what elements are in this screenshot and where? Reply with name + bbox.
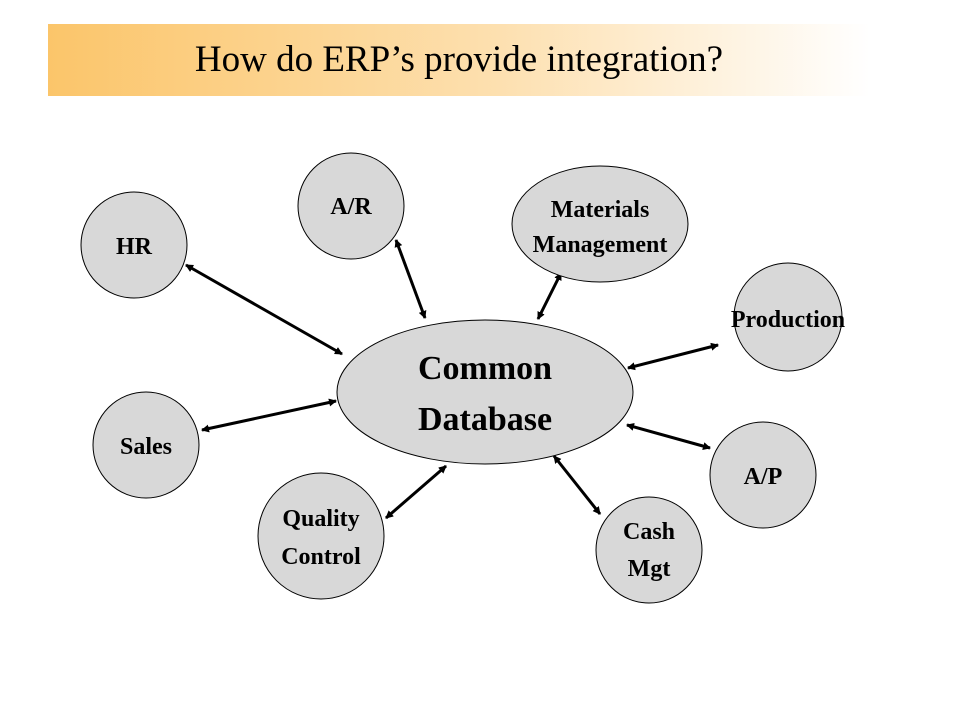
node-label-line: Sales: [120, 434, 172, 460]
node-common-database[interactable]: Common Database: [336, 319, 634, 465]
connector-arrow-production: [627, 342, 719, 371]
node-production[interactable]: Production: [731, 262, 845, 372]
node-label-line: Management: [533, 232, 668, 258]
title-bar: How do ERP’s provide integration?: [48, 24, 870, 96]
connector-arrow-cash: [552, 455, 602, 515]
node-label-line: A/R: [330, 194, 372, 220]
connector-arrow-quality: [385, 464, 447, 520]
node-label-line: Quality: [282, 506, 359, 532]
connector-arrow-ap: [626, 423, 711, 450]
node-label-line: A/P: [744, 464, 783, 490]
connector-arrow-materials: [536, 272, 563, 320]
node-cash-mgt[interactable]: Cash Mgt: [595, 496, 703, 604]
node-label-line: Cash: [623, 519, 675, 545]
node-ar[interactable]: A/R: [297, 152, 405, 260]
node-label-line: Mgt: [628, 556, 671, 582]
connector-arrow-ar: [394, 239, 427, 319]
node-materials-management[interactable]: Materials Management: [511, 165, 689, 283]
node-hr[interactable]: HR: [80, 191, 188, 299]
node-label-line: Production: [731, 307, 845, 333]
node-label-line: Database: [418, 401, 552, 438]
node-label-line: Common: [418, 350, 552, 387]
node-quality-control[interactable]: Quality Control: [257, 472, 385, 600]
node-label-line: Control: [281, 544, 361, 570]
page-title: How do ERP’s provide integration?: [194, 39, 724, 80]
node-sales[interactable]: Sales: [92, 391, 200, 499]
connector-arrow-hr: [185, 263, 343, 356]
node-label-line: HR: [116, 234, 153, 260]
connector-arrow-sales: [201, 398, 337, 433]
node-label-line: Materials: [551, 197, 650, 223]
connectors: [185, 239, 719, 520]
node-ap[interactable]: A/P: [709, 421, 817, 529]
